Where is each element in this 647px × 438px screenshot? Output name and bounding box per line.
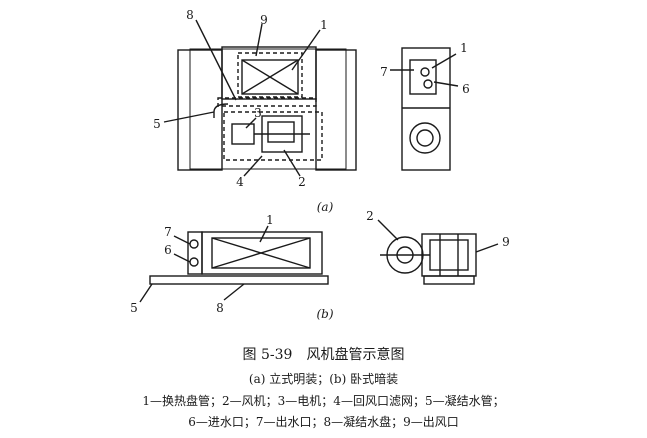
legend-line-2: 6—进水口；7—出水口；8—凝结水盘；9—出风口 [188, 415, 459, 429]
view-b-side [377, 219, 499, 285]
callout-6-b: 6 [164, 243, 172, 257]
view-a-side [390, 47, 459, 171]
callout-5: 5 [153, 117, 161, 131]
leader-line [139, 283, 153, 303]
b-body [201, 231, 323, 275]
cabinet-body [189, 48, 347, 170]
callout-8: 8 [186, 8, 194, 22]
leader-line [243, 155, 263, 177]
callout-2-b-side: 2 [366, 209, 374, 223]
condensate-pipe [213, 103, 229, 118]
callout-6-side: 6 [462, 82, 470, 96]
return-air-filter [223, 111, 323, 161]
sublabel-a: (a) [317, 200, 334, 214]
side-body [401, 47, 451, 171]
coil-cross-line [241, 59, 299, 95]
inlet-circle [420, 67, 430, 77]
sublabel-b: (b) [316, 307, 333, 321]
view-b-front [139, 225, 329, 303]
b-outlet [189, 239, 199, 249]
callout-7-b: 7 [164, 225, 172, 239]
b-coil [211, 237, 311, 269]
leader-line [259, 225, 269, 243]
leader-line [245, 117, 257, 129]
leader-line [173, 235, 191, 245]
left-leg [177, 49, 223, 171]
leader-line [431, 53, 457, 69]
b-tray [149, 275, 329, 285]
leader-line [163, 111, 215, 123]
callout-1-side: 1 [460, 41, 468, 55]
b-side-base [423, 275, 475, 285]
callout-2: 2 [298, 175, 306, 189]
callout-1: 1 [320, 18, 328, 32]
callout-labels: 8 9 1 5 3 4 2 1 7 6 7 6 1 5 8 2 9 [130, 8, 510, 315]
b-left-cap [187, 231, 203, 275]
right-leg [315, 49, 357, 171]
callout-5-b: 5 [130, 301, 138, 315]
leader-line [291, 29, 321, 71]
leader-line [377, 219, 399, 241]
air-outlet [237, 52, 303, 98]
leader-line [433, 81, 459, 87]
leader-line [223, 283, 245, 301]
side-top-box [409, 59, 437, 95]
fan-inner [267, 121, 295, 143]
leader-line [475, 243, 499, 253]
figure-title: 图 5-39 风机盘管示意图 [242, 347, 405, 363]
motor [231, 123, 255, 145]
condensate-tray [217, 97, 317, 107]
fan-wheel-inner [416, 129, 434, 147]
callout-9: 9 [260, 13, 268, 27]
leader-line [195, 19, 237, 101]
leader-line [283, 149, 301, 177]
sublabels: (a) (b) [316, 200, 333, 321]
callout-7-side: 7 [380, 65, 388, 79]
legend-line-1: 1—换热盘管；2—风机；3—电机；4—回风口滤网；5—凝结水管； [142, 394, 505, 408]
callout-3: 3 [254, 106, 262, 120]
outlet-circle [423, 79, 433, 89]
heat-exchange-coil [241, 59, 299, 95]
b-side-inner [429, 239, 469, 271]
view-a-front [163, 19, 357, 177]
leader-line [255, 23, 263, 57]
leader-line [173, 253, 191, 263]
callout-9-b-side: 9 [502, 235, 510, 249]
fan-wheel [409, 122, 441, 154]
figure-subtitle: (a) 立式明装；(b) 卧式暗装 [248, 372, 399, 386]
callout-8-b: 8 [216, 301, 224, 315]
b-inlet [189, 257, 199, 267]
callout-1-b: 1 [266, 213, 274, 227]
coil-cross-line [211, 237, 311, 269]
callout-4: 4 [236, 175, 244, 189]
